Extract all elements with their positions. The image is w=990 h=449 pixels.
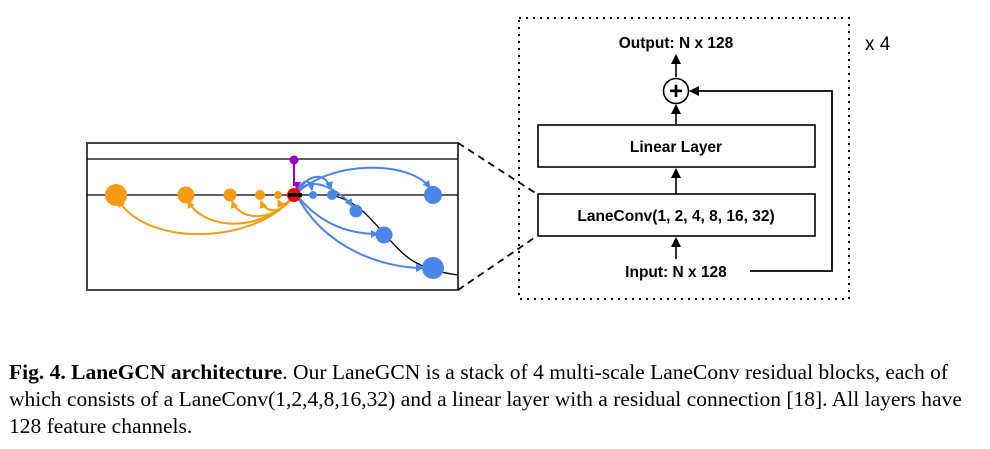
lane-graph-panel — [86, 142, 459, 291]
center-node-marker — [288, 193, 302, 197]
lane-node — [424, 186, 442, 204]
lane-graph-frame — [86, 142, 459, 291]
linear-layer-box — [537, 124, 816, 168]
laneconv-box — [537, 193, 816, 237]
residual-block: Output: N x 128 + Linear Layer LaneConv(… — [518, 17, 891, 300]
residual-connection — [689, 86, 833, 272]
repeat-block-frame — [518, 17, 850, 300]
caption-text: . Our LaneGCN is a stack of 4 multi-scal… — [9, 360, 962, 438]
sum-node — [662, 77, 690, 105]
lane-node — [105, 184, 127, 206]
lane-node — [223, 188, 237, 202]
linear-layer-label: Linear Layer — [630, 139, 722, 156]
sum-symbol: + — [669, 78, 683, 105]
lane-node — [177, 186, 195, 204]
successor-edges — [295, 166, 431, 272]
left-neighbor-node — [289, 155, 299, 165]
zoom-connector-bottom — [457, 235, 538, 291]
laneconv-label: LaneConv(1, 2, 4, 8, 16, 32) — [577, 208, 774, 225]
lane-node — [349, 204, 363, 218]
lane-node — [422, 257, 444, 279]
lane-node — [375, 226, 393, 244]
successor-nodes — [309, 186, 444, 279]
lane-node — [255, 190, 265, 200]
lane-node — [327, 190, 337, 200]
repeat-label: x 4 — [865, 34, 891, 55]
lane-node — [309, 191, 317, 199]
architecture-figure: Output: N x 128 + Linear Layer LaneConv(… — [86, 17, 891, 300]
output-label: Output: N x 128 — [619, 35, 734, 52]
lane-node — [274, 191, 282, 199]
zoom-connector-top — [457, 142, 538, 195]
figure-caption: Fig. 4. LaneGCN architecture. Our LaneGC… — [9, 359, 984, 440]
predecessor-edges — [117, 195, 294, 235]
caption-label: Fig. 4. LaneGCN architecture — [9, 360, 283, 384]
input-label: Input: N x 128 — [625, 264, 727, 281]
predecessor-nodes — [105, 184, 282, 206]
